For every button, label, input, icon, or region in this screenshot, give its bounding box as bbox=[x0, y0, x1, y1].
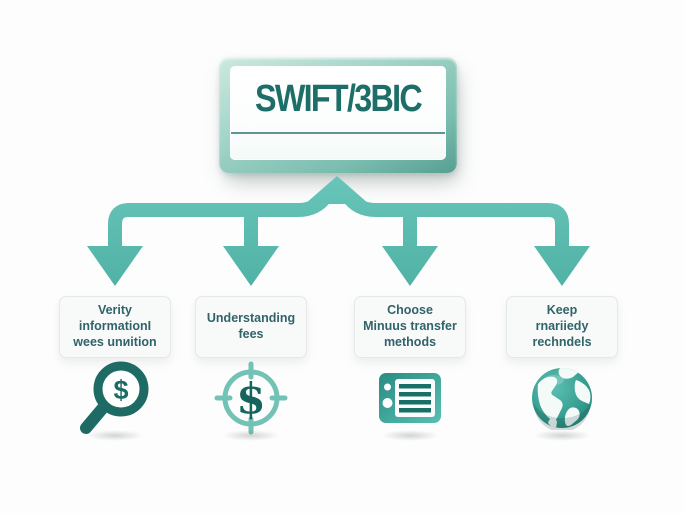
globe-icon bbox=[524, 360, 600, 436]
magnifier-dollar-icon: $ bbox=[77, 360, 153, 436]
icon-shadow bbox=[86, 430, 144, 441]
branch-box: Verity informationI wees unиition bbox=[59, 296, 171, 358]
icon-shadow bbox=[381, 430, 439, 441]
branch-label: Verity informationI wees unиition bbox=[73, 303, 157, 349]
down-arrow-icon bbox=[223, 246, 279, 286]
target-dollar-icon: $ bbox=[213, 360, 289, 436]
branch-box: Understanding fees bbox=[195, 296, 307, 358]
down-arrow-icon bbox=[534, 246, 590, 286]
title-card-divider bbox=[231, 132, 445, 134]
branch-box: Choose Minuus transfer methods bbox=[354, 296, 466, 358]
document-list-icon bbox=[372, 360, 448, 436]
branch-label: Choose Minuus transfer methods bbox=[363, 303, 457, 349]
down-arrow-icon bbox=[87, 246, 143, 286]
branch-box: Keep rnariiedy rechndels bbox=[506, 296, 618, 358]
down-arrow-icon bbox=[382, 246, 438, 286]
svg-text:$: $ bbox=[113, 375, 128, 405]
connector-bar-left bbox=[108, 190, 333, 258]
connector-bar-right bbox=[341, 190, 569, 258]
branch-label: Understanding fees bbox=[206, 311, 296, 341]
title-card-panel: SWIFT/3BIC bbox=[230, 66, 446, 160]
title-card-bottom-strip bbox=[230, 134, 446, 160]
up-arrow-icon bbox=[305, 176, 369, 204]
icon-shadow bbox=[533, 430, 591, 441]
connector-arrows bbox=[87, 176, 590, 286]
icon-shadow bbox=[222, 430, 280, 441]
flowchart-title-card: SWIFT/3BIC bbox=[219, 57, 457, 173]
branch-label: Keep rnariiedy rechndels bbox=[532, 303, 592, 349]
title-text: SWIFT/3BIC bbox=[254, 77, 423, 120]
svg-text:$: $ bbox=[236, 374, 265, 423]
